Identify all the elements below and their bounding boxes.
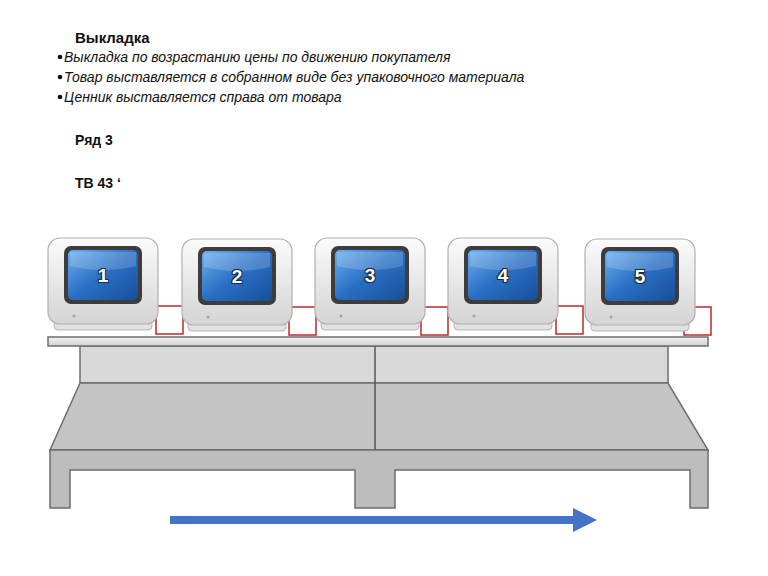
bullet-note: Товар выставляется в собранном виде без …: [64, 69, 724, 85]
customer-flow-arrow: [170, 516, 585, 524]
heading: Выкладка: [75, 29, 475, 46]
tv-set: 3: [313, 236, 427, 332]
row-label: Ряд 3: [75, 132, 375, 148]
position-number: 1: [68, 266, 138, 285]
position-number: 4: [468, 266, 538, 285]
tv-set: 5: [583, 237, 697, 333]
position-number: 3: [335, 266, 405, 285]
position-number: 5: [605, 267, 675, 286]
tv-set: 2: [180, 237, 294, 333]
bullet-note: Выкладка по возрастанию цены по движению…: [64, 49, 724, 65]
bullet-dots: [58, 55, 63, 100]
display-shelf: [48, 337, 708, 508]
bullet-note: Ценник выставляется справа от товара: [64, 89, 724, 105]
category-label: ТВ 43 ‘: [75, 175, 375, 191]
tv-set: 4: [446, 236, 560, 332]
position-number: 2: [202, 267, 272, 286]
tv-set: 1: [46, 236, 160, 332]
